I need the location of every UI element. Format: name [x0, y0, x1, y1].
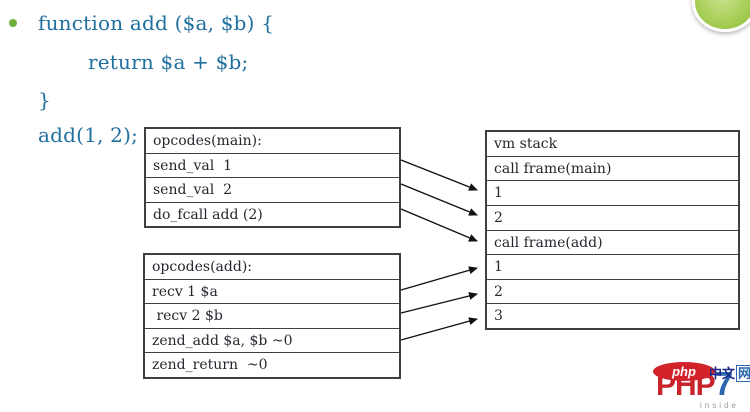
table-row: 1: [487, 255, 738, 280]
opcodes-add-table: opcodes(add): recv 1 $a recv 2 $b zend_a…: [143, 253, 401, 379]
arrow-zendadd-to-stack: [400, 317, 478, 341]
table-row: send_val 2: [146, 178, 399, 203]
php-cn-watermark: PHP7 php 中文网 inside: [653, 361, 750, 411]
bullet-dot: [9, 19, 17, 27]
php-badge-text: php: [672, 364, 696, 379]
table-row: recv 1 $a: [145, 280, 399, 305]
table-row: 1: [487, 181, 738, 206]
site-name-boxed: 网: [736, 365, 750, 382]
green-orb-decoration: [692, 0, 750, 32]
code-line-call: add(1, 2);: [38, 123, 139, 147]
php-badge-icon: php: [653, 362, 715, 381]
code-line-function: function add ($a, $b) {: [38, 11, 275, 35]
table-row: do_fcall add (2): [153, 206, 263, 223]
table-row: 3: [494, 308, 503, 325]
arrow-sendval2-to-stack: [400, 183, 478, 216]
vm-stack-table: vm stack call frame(main) 1 2 call frame…: [485, 130, 740, 330]
opcodes-main-table: opcodes(main): send_val 1 send_val 2 do_…: [144, 127, 401, 228]
table-row: opcodes(main):: [146, 129, 399, 154]
table-row: call frame(main): [487, 157, 738, 182]
inside-label: inside: [700, 401, 739, 410]
code-line-brace: }: [38, 88, 51, 112]
arrow-recv1-to-stack: [400, 266, 478, 291]
site-name: 中文网: [709, 363, 750, 382]
site-name-prefix: 中文: [709, 366, 736, 381]
table-row: vm stack: [487, 132, 738, 157]
arrow-recv2-to-stack: [400, 292, 478, 314]
table-row: 2: [487, 280, 738, 305]
table-row: recv 2 $b: [145, 304, 399, 329]
arrow-dofcall-to-callframe: [400, 208, 478, 242]
table-row: zend_return ~0: [152, 357, 268, 374]
table-row: zend_add $a, $b ~0: [145, 329, 399, 354]
table-row: opcodes(add):: [145, 255, 399, 280]
arrow-sendval1-to-stack: [400, 159, 478, 191]
table-row: 2: [487, 206, 738, 231]
table-row: call frame(add): [487, 231, 738, 256]
table-row: send_val 1: [146, 154, 399, 178]
code-line-return: return $a + $b;: [88, 50, 249, 74]
php7-version: 7: [714, 365, 733, 402]
